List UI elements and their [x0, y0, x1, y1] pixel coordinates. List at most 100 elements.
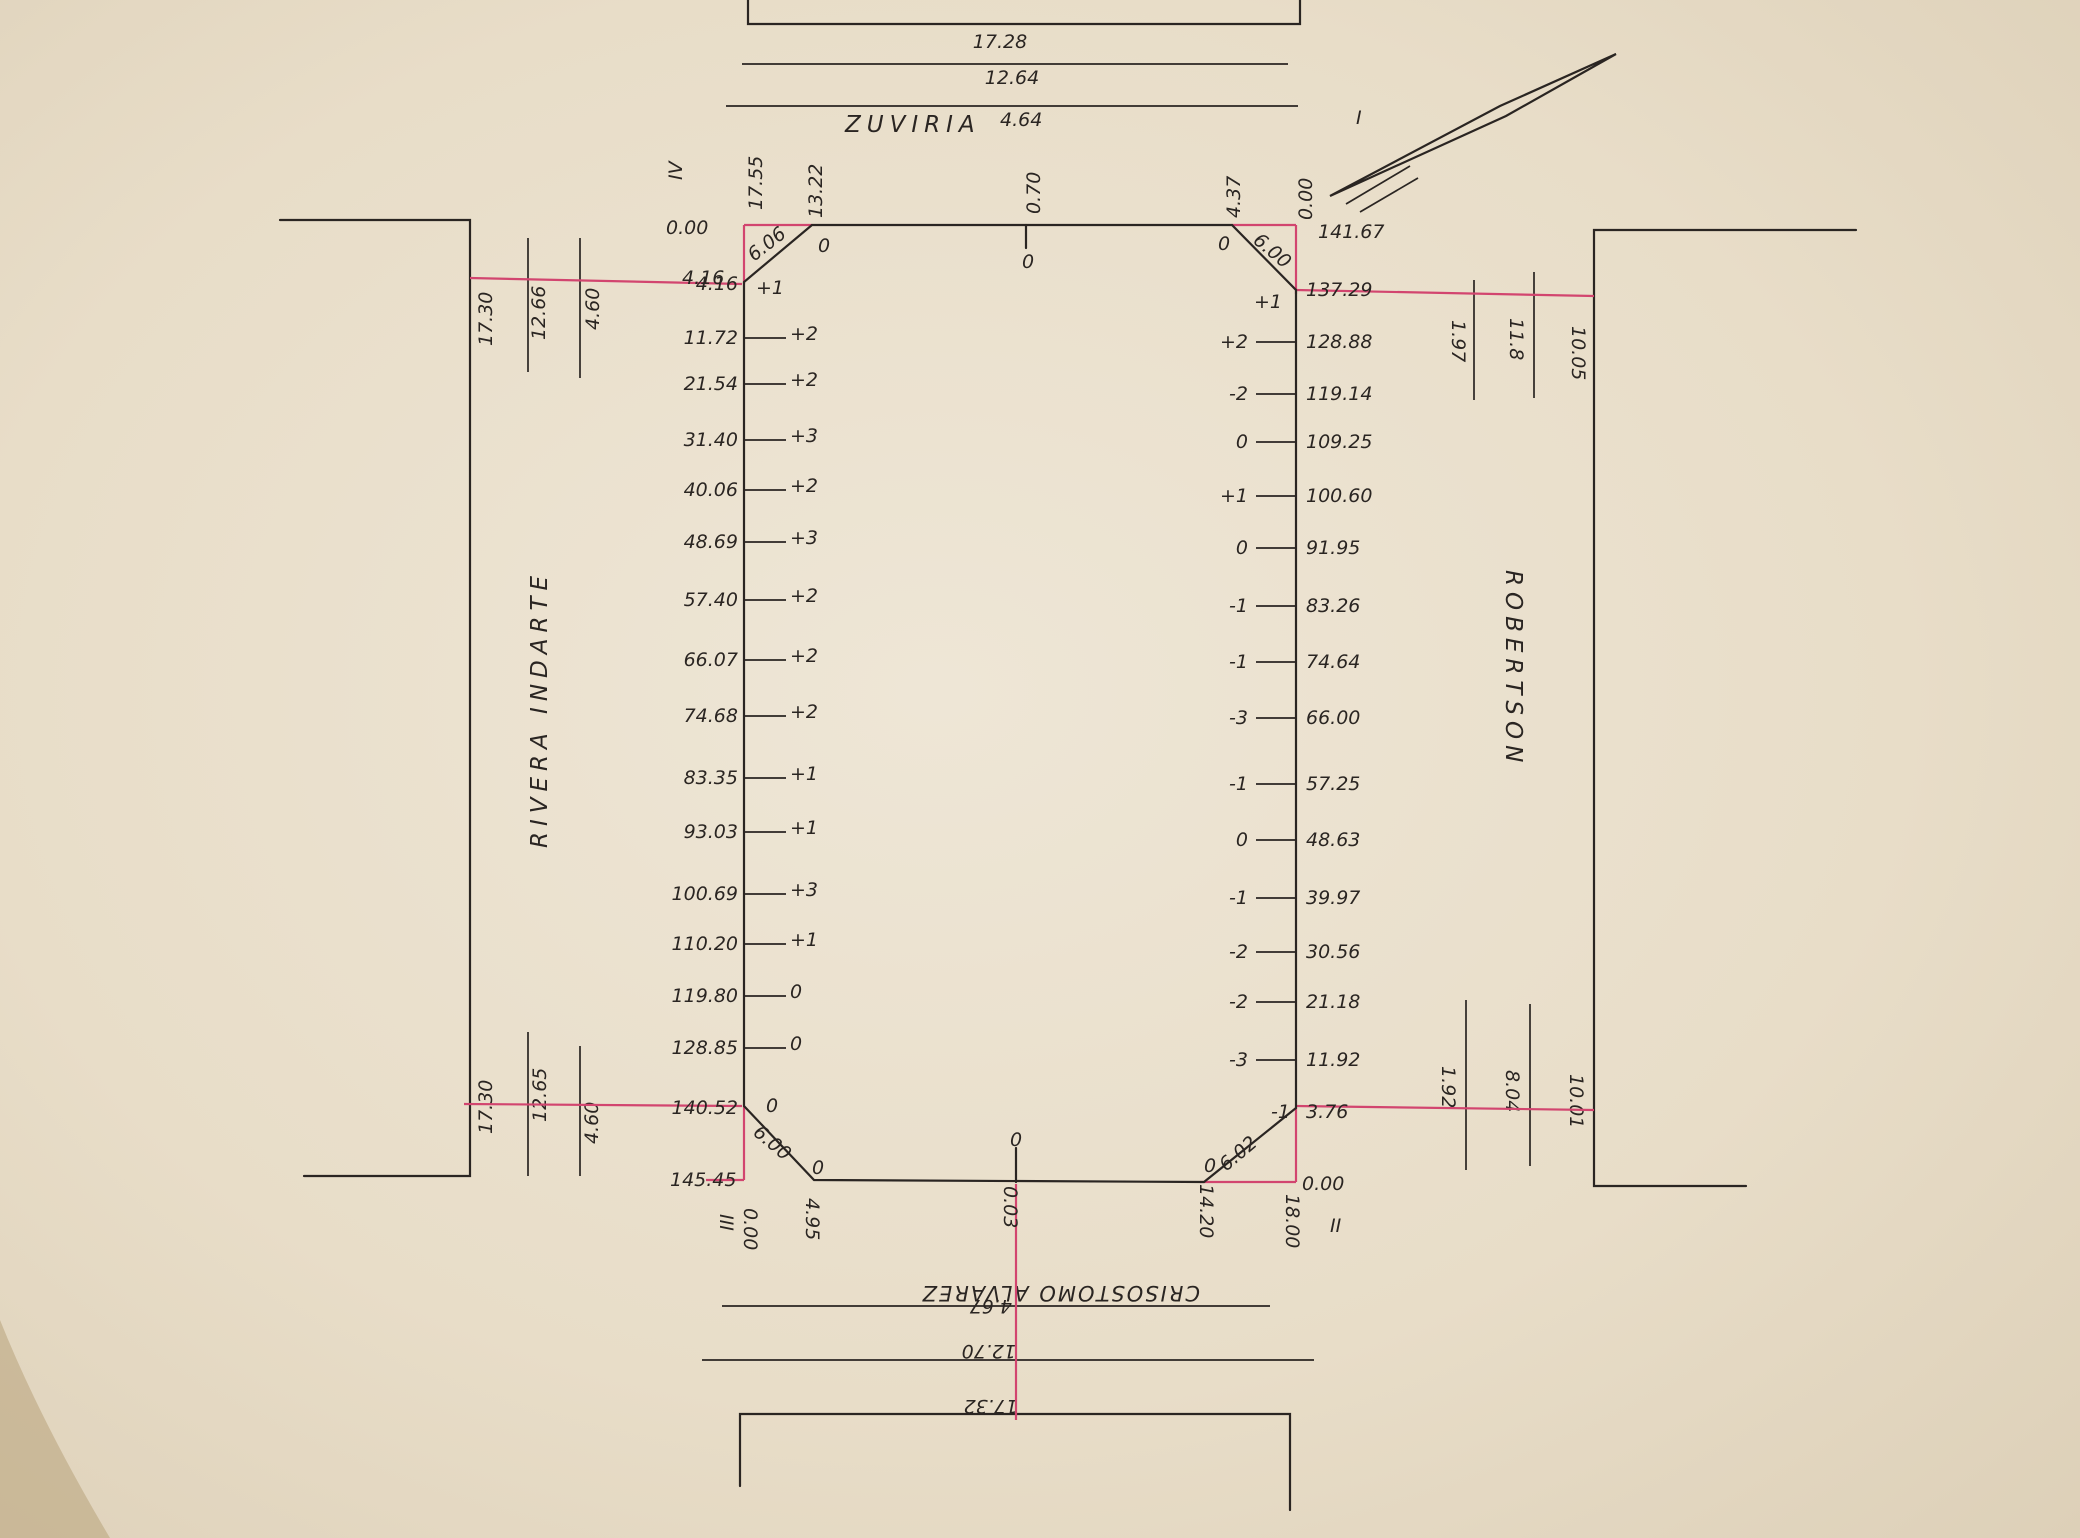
left-profile-row: 119.80 0: [672, 981, 803, 1007]
right-profile-row: 66.00-3: [1229, 707, 1360, 729]
north-arrow-icon: [1329, 52, 1617, 213]
right-level-diff: -3: [1229, 1049, 1248, 1071]
right-width-middle-top: 11.8: [1505, 318, 1527, 360]
nw-chamfer-end: 4.16: [682, 267, 724, 289]
bottom-width-middle: 12.70: [962, 1340, 1016, 1362]
right-level-diff: -3: [1229, 707, 1248, 729]
left-chainage: 93.03: [684, 821, 738, 843]
left-width-middle-bottom: 12.65: [529, 1068, 551, 1122]
left-profile-row: 140.52: [672, 1097, 738, 1119]
left-profile-row: 110.20 +1: [672, 929, 819, 955]
right-profile-row: 109.250: [1236, 431, 1373, 453]
right-width-outer-bottom: 1.92: [1437, 1066, 1459, 1108]
right-width-middle-bottom: 8.04: [1501, 1070, 1523, 1112]
right-level-diff: -1: [1271, 1101, 1290, 1123]
right-chainage: 100.60: [1306, 485, 1372, 507]
right-street-name: ROBERTSON: [1500, 570, 1526, 768]
left-width-inner-bottom: 4.60: [581, 1102, 603, 1144]
right-level-diff: -2: [1229, 383, 1248, 405]
reference-lines: [463, 223, 1595, 1420]
right-profile-row: 74.64-1: [1229, 651, 1360, 673]
left-street-name: RIVERA INDARTE: [527, 570, 553, 848]
left-level-diff: +2: [790, 369, 818, 391]
sw-chainage: 145.45: [670, 1169, 736, 1191]
right-profile-row: 3.76-1: [1271, 1101, 1348, 1123]
left-level-diff: +1: [790, 929, 818, 951]
corner-sw-label: III: [715, 1214, 737, 1231]
right-profile-row: 21.18-2: [1229, 991, 1360, 1013]
left-chainage: 140.52: [672, 1097, 738, 1119]
ref-line-se: [1295, 1104, 1595, 1112]
right-profile-row: 57.25-1: [1229, 773, 1360, 795]
right-profile-row: 30.56-2: [1229, 941, 1360, 963]
right-width-inner-top: 10.05: [1567, 326, 1589, 380]
right-street-outer: [1592, 228, 1858, 1188]
right-chainage: 74.64: [1306, 651, 1360, 673]
right-level-diff: -1: [1229, 773, 1248, 795]
left-width-outer-top: 17.30: [475, 292, 497, 346]
ne-chamfer-start: 4.37: [1223, 176, 1245, 218]
bottom-mid-mark: 0: [1010, 1129, 1022, 1151]
left-level-diff: +2: [790, 645, 818, 667]
nw-chainage: 0.00: [666, 217, 708, 239]
left-level-diff: 0: [790, 1033, 802, 1055]
right-chainage: 11.92: [1306, 1049, 1360, 1071]
nw-chamfer-length: 6.06: [744, 223, 791, 266]
left-width-outer-bottom: 17.30: [475, 1080, 497, 1134]
left-street-outer-top: [278, 218, 472, 1178]
right-profile-row: 137.29+1: [1254, 279, 1373, 313]
right-profile-row: 128.88 +2: [1220, 331, 1373, 353]
right-level-diff: +2: [1220, 331, 1248, 353]
left-profile-row: 93.03+1: [684, 817, 818, 843]
sw-chamfer-end-diff: 0: [812, 1157, 824, 1179]
left-profile-row: 74.68+2: [684, 701, 818, 727]
bottom-street: CRISOSTOMO ALVAREZ 4.67 12.70 17.32: [702, 1281, 1314, 1512]
left-profile-row: 21.54 +2: [684, 369, 818, 395]
left-chainage: 40.06: [684, 479, 738, 501]
left-chainage: 66.07: [684, 649, 738, 671]
left-level-diff: +2: [790, 475, 818, 497]
ne-corner-value: 0.00: [1295, 178, 1317, 220]
left-profile-row: 66.07 +2: [684, 645, 818, 671]
left-chainage: 31.40: [684, 429, 738, 451]
top-street-outer-line: [746, 0, 1302, 26]
left-chainage: 74.68: [684, 705, 738, 727]
left-level-diff: 0: [790, 981, 802, 1003]
left-level-diff: +2: [790, 585, 818, 607]
left-street: 17.30 12.66 4.60 17.30 12.65 4.60 RIVERA…: [278, 218, 604, 1178]
right-level-diff: 0: [1236, 537, 1248, 559]
right-width-outer-top: 1.97: [1447, 320, 1469, 362]
right-width-inner-bottom: 10.01: [1565, 1074, 1587, 1128]
left-chainage: 110.20: [672, 933, 738, 955]
corner-se-label: II: [1330, 1215, 1342, 1237]
right-level-diff: +1: [1220, 485, 1248, 507]
left-profile-row: 11.72+2: [684, 323, 818, 349]
right-chainage: 128.88: [1306, 331, 1372, 353]
bottom-edge-labels: 0.00 4.95 0.03 14.20 18.00 0.00 145.45 6…: [670, 1095, 1344, 1250]
left-chainage: 4.16: [696, 273, 738, 295]
left-chainage: 11.72: [684, 327, 738, 349]
right-profile-row: 100.60 +1: [1220, 485, 1373, 507]
left-chainage: 48.69: [684, 531, 738, 553]
right-chainage: 48.63: [1306, 829, 1360, 851]
left-chainage: 119.80: [672, 985, 738, 1007]
right-chainage: 109.25: [1306, 431, 1372, 453]
left-chainage: 21.54: [684, 373, 738, 395]
sw-chamfer-diff: 0: [766, 1095, 778, 1117]
right-side-profile: 137.29+1128.88+2119.14-2109.250100.60+19…: [1220, 279, 1373, 1123]
left-level-diff: +1: [790, 763, 818, 785]
right-profile-row: 91.95 0: [1236, 537, 1361, 559]
right-level-diff: -2: [1229, 941, 1248, 963]
top-width-middle: 12.64: [985, 67, 1039, 89]
corner-nw-label: IV: [665, 159, 687, 180]
right-profile-row: 119.14-2: [1229, 383, 1372, 405]
left-level-diff: +3: [790, 527, 818, 549]
right-chainage: 91.95: [1306, 537, 1360, 559]
right-level-diff: +1: [1254, 291, 1282, 313]
left-profile-row: 4.16+1: [696, 273, 784, 299]
sw-chamfer-end: 4.95: [801, 1198, 823, 1240]
left-profile-row: 83.35+1: [684, 763, 818, 789]
ref-line-ne: [1295, 288, 1595, 298]
